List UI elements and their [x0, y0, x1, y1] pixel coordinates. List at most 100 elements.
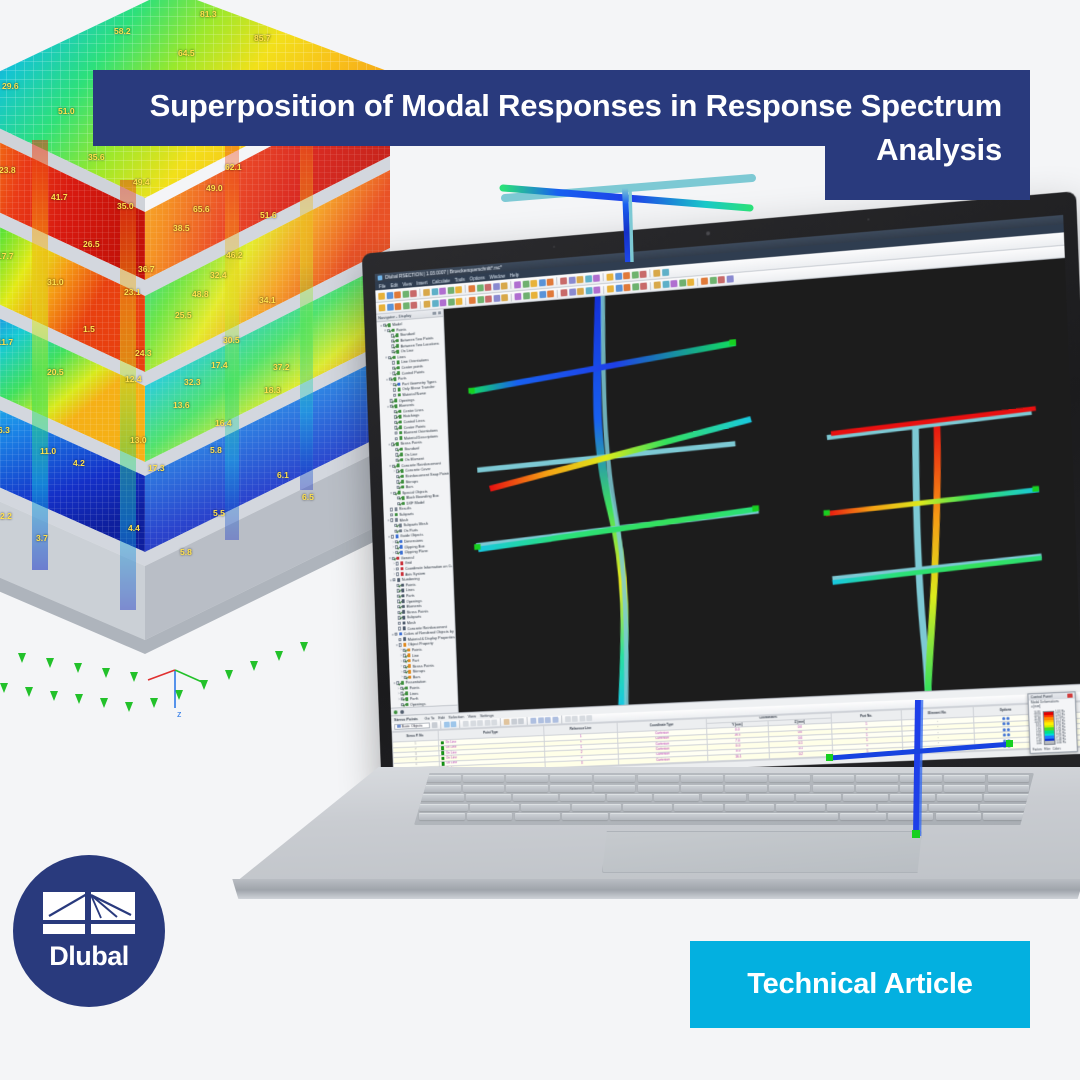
navigator-checkbox[interactable] [396, 572, 400, 577]
menu-item-view[interactable]: View [402, 281, 412, 287]
toolbar-icon[interactable] [522, 292, 530, 300]
export-icon[interactable] [484, 719, 491, 726]
toolbar-icon[interactable] [468, 284, 476, 292]
table-menu-edit[interactable]: Edit [438, 714, 445, 720]
control-panel[interactable]: Control Panel Modal Deformations u [mm] … [1027, 690, 1078, 754]
keyboard-key[interactable] [419, 803, 468, 811]
keyboard-key[interactable] [514, 813, 561, 821]
toolbar-icon[interactable] [514, 280, 521, 289]
toolbar-icon[interactable] [623, 283, 631, 292]
navigator-checkbox[interactable] [388, 377, 393, 381]
keyboard-key[interactable] [607, 794, 653, 802]
model-viewport[interactable] [443, 258, 1080, 712]
toolbar-icon[interactable] [606, 285, 614, 293]
pin-icon[interactable] [432, 311, 436, 316]
dlubal-logo[interactable]: Dlubal [13, 855, 165, 1007]
undo-icon[interactable] [510, 718, 517, 725]
keyboard-key[interactable] [812, 775, 855, 782]
navigator-checkbox[interactable] [394, 425, 398, 430]
toolbar-icon[interactable] [447, 286, 454, 294]
navigator-checkbox[interactable] [394, 632, 398, 636]
toolbar-icon[interactable] [530, 279, 538, 287]
navigator-checkbox[interactable] [394, 420, 398, 425]
navigator-checkbox[interactable] [397, 610, 401, 615]
toolbar-icon[interactable] [678, 279, 686, 287]
toolbar-icon[interactable] [484, 295, 492, 303]
navigator-checkbox[interactable] [398, 643, 402, 647]
navigator-checkbox[interactable] [388, 355, 392, 360]
toolbar-icon[interactable] [653, 281, 661, 289]
keyboard-key[interactable] [637, 775, 680, 782]
toolbar-icon[interactable] [709, 276, 717, 285]
keyboard-key[interactable] [889, 794, 935, 802]
menu-item-window[interactable]: Window [489, 273, 506, 280]
navigator-checkbox[interactable] [395, 447, 399, 452]
navigator-checkbox[interactable] [387, 328, 391, 333]
table-settings-icon[interactable] [476, 719, 483, 726]
keyboard-key[interactable] [887, 813, 934, 821]
menu-item-file[interactable]: File [378, 283, 386, 289]
toolbar-icon[interactable] [717, 275, 725, 284]
control-panel-tab-filter[interactable]: Filter [1044, 747, 1051, 751]
combo-dropdown-icon[interactable] [431, 721, 438, 728]
toolbar-icon[interactable] [640, 282, 648, 290]
navigator-checkbox[interactable] [402, 653, 407, 658]
toolbar-icon[interactable] [500, 281, 508, 290]
navigator-checkbox[interactable] [393, 415, 398, 419]
keyboard-key[interactable] [681, 784, 723, 792]
keyboard-key[interactable] [419, 794, 464, 802]
navigator-checkbox[interactable] [395, 550, 399, 555]
navigator-checkbox[interactable] [396, 588, 400, 593]
new-file-icon[interactable] [378, 292, 385, 300]
navigator-checkbox[interactable] [389, 404, 394, 409]
keyboard-key[interactable] [900, 784, 942, 792]
keyboard-key[interactable] [795, 794, 841, 802]
toolbar-icon[interactable] [431, 287, 438, 296]
navigator-checkbox[interactable] [403, 659, 407, 663]
technical-article-badge[interactable]: Technical Article [690, 941, 1030, 1028]
keyboard-key[interactable] [513, 794, 559, 802]
option-dot-icon[interactable] [1002, 727, 1006, 732]
option-dot-icon[interactable] [1002, 733, 1006, 737]
navigator-checkbox[interactable] [397, 501, 401, 506]
keyboard-key[interactable] [900, 775, 942, 782]
navigator-checkbox[interactable] [394, 431, 398, 435]
toolbar-icon[interactable] [476, 283, 484, 292]
laptop-trackpad[interactable] [602, 831, 922, 873]
new-row-icon[interactable] [530, 717, 537, 724]
navigator-checkbox[interactable] [403, 670, 407, 674]
navigator-checkbox[interactable] [391, 360, 396, 365]
print-icon[interactable] [469, 719, 476, 727]
keyboard-key[interactable] [748, 794, 794, 802]
toolbar-icon[interactable] [431, 299, 439, 308]
toolbar-icon[interactable] [560, 289, 568, 297]
keyboard-key[interactable] [856, 784, 898, 792]
navigator-checkbox[interactable] [392, 366, 396, 370]
navigator-checkbox[interactable] [398, 637, 402, 642]
navigator-tab-display-icon[interactable] [393, 709, 398, 714]
navigator-checkbox[interactable] [391, 339, 395, 343]
keyboard-key[interactable] [674, 803, 723, 811]
columns-icon[interactable] [491, 718, 498, 726]
navigator-checkbox[interactable] [395, 469, 400, 473]
print-icon[interactable] [402, 290, 409, 298]
navigator-checkbox[interactable] [394, 436, 399, 441]
option-dot-icon[interactable] [1002, 744, 1007, 748]
table-menu-go-to[interactable]: Go To [424, 715, 435, 721]
keyboard-key[interactable] [980, 803, 1029, 811]
toolbar-icon[interactable] [615, 284, 623, 293]
navigator-checkbox[interactable] [400, 702, 405, 707]
navigator-checkbox[interactable] [398, 626, 402, 631]
navigator-checkbox[interactable] [392, 388, 397, 392]
navigator-checkbox[interactable] [394, 540, 399, 544]
toolbar-icon[interactable] [560, 276, 568, 285]
navigator-tab-views-icon[interactable] [400, 709, 405, 714]
toolbar-icon[interactable] [501, 294, 509, 302]
toolbar-icon[interactable] [547, 290, 555, 298]
toolbar-icon[interactable] [687, 278, 695, 287]
toolbar-icon[interactable] [576, 287, 584, 296]
option-dot-icon[interactable] [1006, 727, 1011, 731]
keyboard-key[interactable] [878, 803, 927, 811]
keyboard-key[interactable] [725, 784, 767, 792]
toolbar-icon[interactable] [476, 296, 484, 304]
